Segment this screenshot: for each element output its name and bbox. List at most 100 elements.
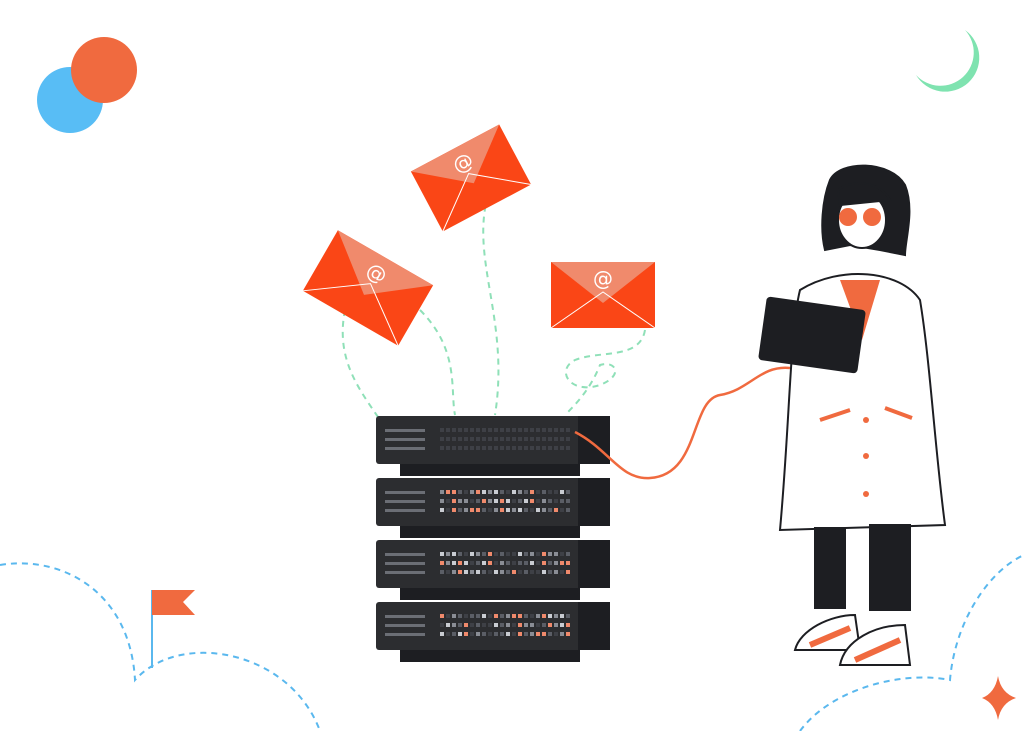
server-led [524,446,528,450]
server-led [566,508,570,512]
server-led [440,561,444,565]
server-led [494,508,498,512]
server-led [548,552,552,556]
server-led [470,552,474,556]
server-led [464,490,468,494]
server-led [542,623,546,627]
server-led [446,632,450,636]
server-led [440,623,444,627]
server-led [536,446,540,450]
server-led [500,508,504,512]
server-led [560,437,564,441]
server-led [524,490,528,494]
server-led [560,561,564,565]
server-led [548,428,552,432]
server-led [458,508,462,512]
server-led [542,561,546,565]
server-led [458,623,462,627]
server-led [452,561,456,565]
server-led [524,632,528,636]
server-led [500,570,504,574]
server-led [560,623,564,627]
server-led [446,446,450,450]
server-led [560,570,564,574]
server-led [500,561,504,565]
server-led [464,446,468,450]
server-led [506,428,510,432]
server-led [476,428,480,432]
server-led [482,552,486,556]
server-led [512,570,516,574]
server-led [464,428,468,432]
server-led [494,428,498,432]
server-led [554,570,558,574]
server-led [488,552,492,556]
server-led [482,570,486,574]
server-led [560,490,564,494]
server-led [458,499,462,503]
server-led [542,632,546,636]
server-led [458,437,462,441]
server-led [548,632,552,636]
server-led [566,499,570,503]
server-led [506,614,510,618]
crescent-moon-icon [916,30,980,92]
server-led [500,428,504,432]
server-led [440,508,444,512]
server-led [524,623,528,627]
server-led [464,552,468,556]
server-led [518,437,522,441]
server-unit [376,602,610,662]
server-led [560,508,564,512]
server-led [452,632,456,636]
server-led [566,446,570,450]
server-led [530,561,534,565]
server-led [512,490,516,494]
server-led [488,632,492,636]
server-led [458,490,462,494]
server-led [452,428,456,432]
server-led [536,552,540,556]
server-led [494,614,498,618]
server-led [494,490,498,494]
server-led [536,499,540,503]
server-led [530,499,534,503]
server-led [452,614,456,618]
server-led [518,446,522,450]
server-led [464,561,468,565]
server-led [542,490,546,494]
server-led [542,446,546,450]
server-led [500,446,504,450]
server-led [446,614,450,618]
server-led [512,446,516,450]
server-led [536,490,540,494]
server-led [452,623,456,627]
dashed-cloud-right [799,554,1024,731]
server-led [470,437,474,441]
server-led [464,570,468,574]
server-led [488,490,492,494]
server-led [566,632,570,636]
server-led [512,552,516,556]
server-led [464,437,468,441]
server-led [506,499,510,503]
server-led [542,437,546,441]
server-led [482,623,486,627]
server-led [452,490,456,494]
server-led [554,437,558,441]
server-led [440,437,444,441]
server-led [554,614,558,618]
server-led [518,428,522,432]
server-led [518,632,522,636]
server-led [554,623,558,627]
server-led [482,428,486,432]
server-led [458,570,462,574]
server-led [482,499,486,503]
server-led [530,428,534,432]
server-led [452,437,456,441]
server-led [506,508,510,512]
server-led [500,437,504,441]
server-led [446,428,450,432]
server-led [542,552,546,556]
